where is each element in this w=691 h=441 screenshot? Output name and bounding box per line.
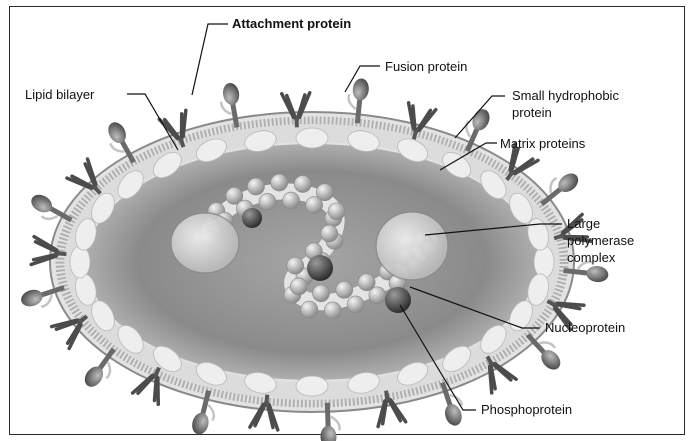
- nucleoprotein-bead: [294, 175, 311, 192]
- nucleoprotein-bead: [324, 302, 341, 319]
- label-small-hydrophobic-line2: protein: [512, 105, 552, 120]
- matrix-protein-blob: [534, 246, 554, 278]
- phosphoprotein-bead-2: [385, 287, 411, 313]
- spike-bulb: [190, 411, 211, 436]
- nucleoprotein-bead: [247, 178, 264, 195]
- spike-bulb: [221, 82, 241, 106]
- label-phosphoprotein: Phosphoprotein: [481, 402, 572, 417]
- label-attachment-protein: Attachment protein: [232, 16, 351, 31]
- nucleoprotein-bead: [283, 192, 300, 209]
- nucleoprotein-bead: [312, 285, 329, 302]
- nucleoprotein-bead: [316, 184, 333, 201]
- nucleoprotein-bead: [369, 287, 386, 304]
- nucleoprotein-bead: [328, 203, 345, 220]
- spike-bulb: [320, 425, 337, 441]
- phosphoprotein-bead-3: [242, 208, 262, 228]
- spike-bulb: [352, 78, 370, 102]
- fusion-anchor: [295, 117, 299, 127]
- label-large-polymerase-line3: complex: [567, 250, 615, 265]
- leader-attachment: [192, 24, 228, 95]
- spike-bulb: [28, 191, 55, 216]
- label-lipid-bilayer: Lipid bilayer: [25, 87, 94, 102]
- nucleoprotein-bead: [301, 301, 318, 318]
- spike-bulb: [19, 287, 45, 309]
- label-nucleoprotein: Nucleoprotein: [545, 320, 625, 335]
- nucleoprotein-bead: [347, 296, 364, 313]
- label-fusion-protein: Fusion protein: [385, 59, 467, 74]
- nucleoprotein-bead: [336, 281, 353, 298]
- nucleoprotein-bead: [271, 174, 288, 191]
- nucleoprotein-bead: [259, 193, 276, 210]
- spike-bulb: [105, 119, 130, 146]
- matrix-protein-blob: [70, 246, 90, 278]
- label-large-polymerase-line1: Large: [567, 216, 600, 231]
- polymerase-complex-left: [171, 213, 239, 273]
- nucleoprotein-bead: [290, 278, 307, 295]
- polymerase-complex-right: [376, 212, 448, 280]
- nucleoprotein-bead: [321, 225, 338, 242]
- spike-bulb: [586, 265, 610, 283]
- spike-stalk: [325, 403, 331, 429]
- label-matrix-proteins: Matrix proteins: [500, 136, 585, 151]
- nucleoprotein-bead: [287, 257, 304, 274]
- matrix-protein-blob: [296, 376, 328, 396]
- matrix-protein-blob: [296, 128, 328, 148]
- label-large-polymerase-line2: polymerase: [567, 233, 634, 248]
- phosphoprotein-bead-1: [307, 255, 333, 281]
- spike-bulb: [469, 107, 492, 134]
- label-small-hydrophobic-line1: Small hydrophobic: [512, 88, 619, 103]
